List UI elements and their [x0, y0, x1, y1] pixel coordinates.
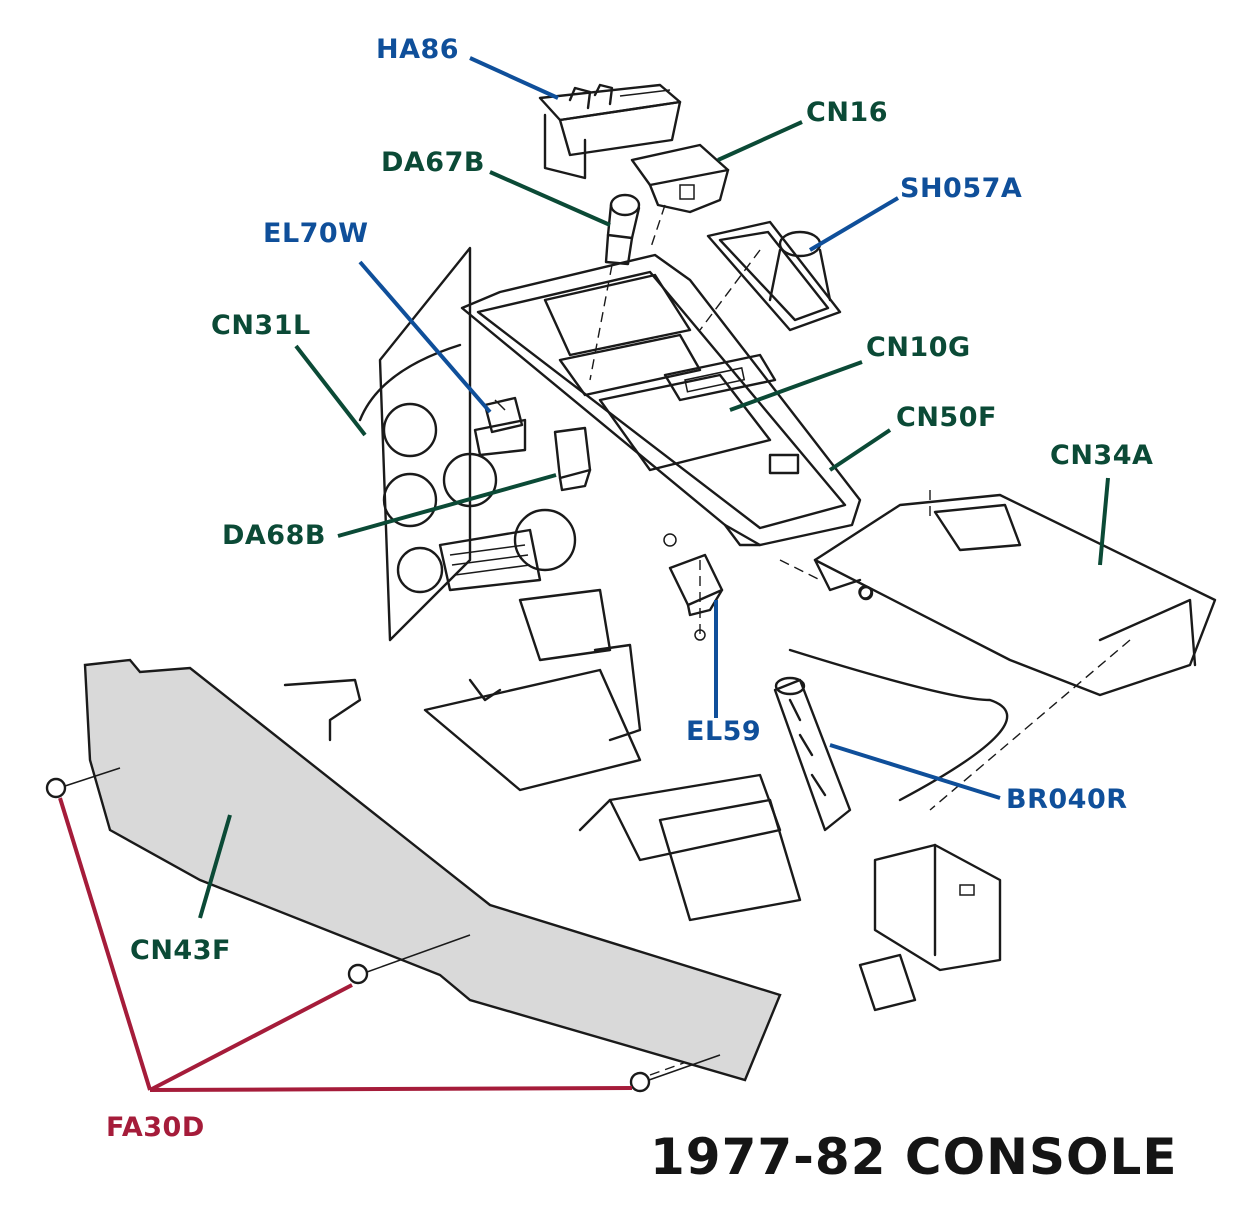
shifter-boot-part [706, 220, 842, 332]
heater-control-part [538, 83, 682, 180]
floor-bracket-part [858, 843, 1002, 1012]
leader-lines [58, 56, 1110, 1092]
label-el70w: EL70W [263, 218, 369, 249]
label-cn34a: CN34A [1050, 440, 1154, 471]
el59-switch-part [663, 533, 724, 641]
el70w-switch-part [473, 396, 527, 457]
label-ha86: HA86 [376, 34, 460, 65]
carpet-side-panel-part [83, 658, 782, 1082]
label-br040r: BR040R [1006, 784, 1128, 815]
label-fa30d: FA30D [106, 1112, 205, 1143]
da68b-connector-part [553, 426, 592, 492]
label-da68b: DA68B [222, 520, 326, 551]
label-sh057a: SH057A [900, 173, 1023, 204]
label-cn31l: CN31L [211, 310, 311, 341]
label-cn10g: CN10G [866, 332, 971, 363]
console-bezel-part [460, 253, 862, 547]
screws [45, 585, 874, 1093]
rear-trim-panel-part [813, 493, 1217, 697]
label-cn16: CN16 [806, 97, 888, 128]
instrument-panel-part [358, 246, 577, 642]
trim-cup-part [630, 143, 730, 214]
label-cn50f: CN50F [896, 402, 997, 433]
label-cn43f: CN43F [130, 935, 231, 966]
shift-knob-part [604, 193, 641, 266]
diagram-title: 1977-82 CONSOLE [650, 1128, 1178, 1186]
parking-brake-handle-part [773, 648, 1009, 832]
label-el59: EL59 [686, 716, 762, 747]
label-da67b: DA67B [381, 147, 485, 178]
shifter-mechanism-part [283, 588, 802, 922]
